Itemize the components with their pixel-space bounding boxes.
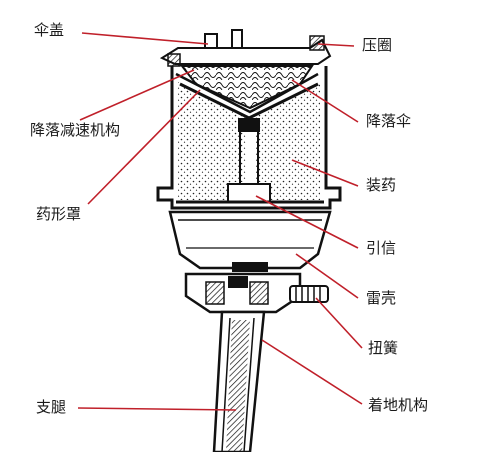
leader-torsion-spring <box>315 297 363 349</box>
leader-lines <box>77 32 363 411</box>
label-charge-cover: 药形罩 <box>36 205 82 223</box>
label-charge: 装药 <box>366 176 397 194</box>
label-fuze: 引信 <box>366 239 397 257</box>
label-parachute-cover: 伞盖 <box>34 21 65 39</box>
support-leg-shape <box>212 310 266 452</box>
leader-charge-cover <box>87 89 201 205</box>
label-support-leg: 支腿 <box>36 398 67 416</box>
mine-casing-shape <box>168 210 332 272</box>
leader-charge <box>291 159 359 187</box>
label-landing-mechanism: 着地机构 <box>368 396 429 414</box>
leader-support-leg <box>77 407 237 411</box>
leader-landing-mechanism <box>261 339 363 405</box>
label-pressure-ring: 压圈 <box>362 36 393 54</box>
torsion-spring-shape <box>289 285 329 303</box>
leader-mine-casing <box>295 253 359 299</box>
leader-pressure-ring <box>317 43 355 47</box>
leader-parachute <box>291 79 359 123</box>
leader-fuze <box>255 195 359 249</box>
descent-chamber-shape <box>175 65 319 114</box>
label-torsion-spring: 扭簧 <box>368 339 399 357</box>
parachute-cover-shape <box>159 29 332 67</box>
label-mine-casing: 雷壳 <box>366 289 397 307</box>
label-parachute: 降落伞 <box>366 112 412 130</box>
label-descent-decel-mechanism: 降落减速机构 <box>30 121 121 139</box>
landing-block-shape <box>184 272 302 314</box>
leader-descent-mechanism <box>79 69 195 121</box>
leader-parachute-cover <box>81 32 209 45</box>
